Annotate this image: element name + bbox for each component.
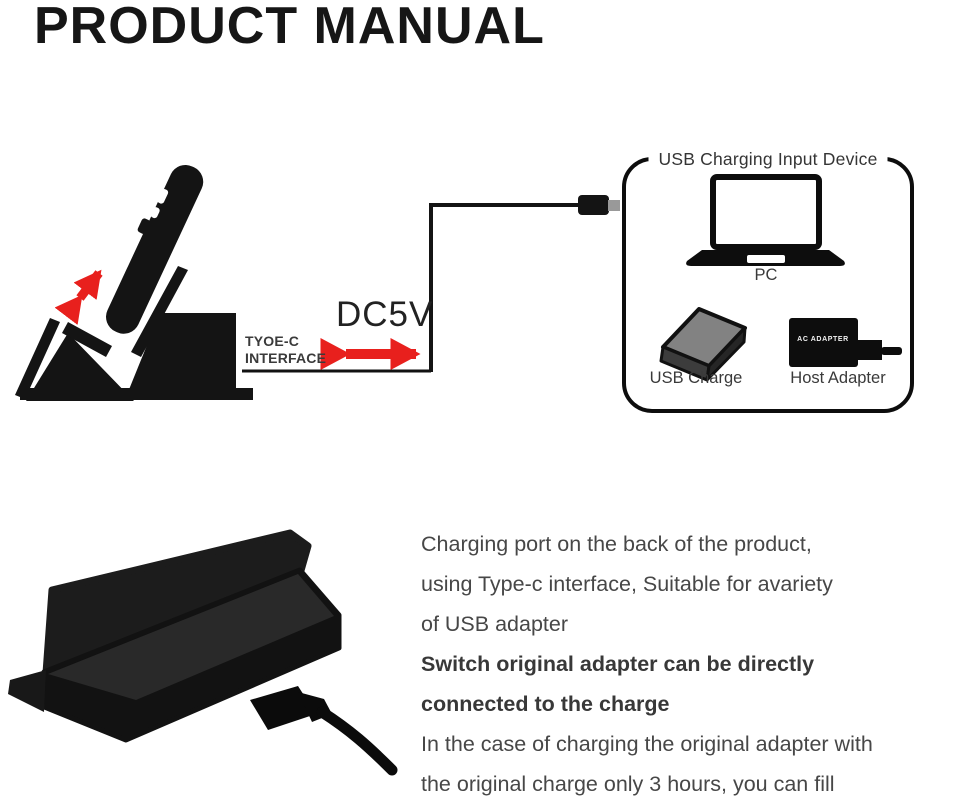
- description-line: the original charge only 3 hours, you ca…: [421, 772, 835, 796]
- ac-adapter-text: AC ADAPTER: [797, 336, 849, 343]
- pc-label: PC: [754, 266, 778, 284]
- usb-charge-label: USB Charge: [649, 369, 743, 387]
- description-line: using Type-c interface, Suitable for ava…: [421, 572, 833, 596]
- dock-stand-illustration: [15, 164, 253, 401]
- usb-plug-icon: [578, 195, 620, 215]
- usb-cable-line: [242, 203, 578, 373]
- interface-label-line2: INTERFACE: [245, 350, 327, 366]
- host-adapter-label: Host Adapter: [790, 369, 886, 387]
- adjustable-angle-arrow-icon: [54, 269, 103, 325]
- description-line: In the case of charging the original ada…: [421, 732, 873, 756]
- page-title: PRODUCT MANUAL: [34, 0, 545, 55]
- description-line: Switch original adapter can be directly: [421, 652, 815, 676]
- description-block: Charging port on the back of the product…: [421, 524, 956, 800]
- usb-input-device-box: USB Charging Input Device: [622, 149, 914, 413]
- dc5v-label: DC5V: [336, 295, 434, 334]
- laptop-icon: [686, 174, 845, 266]
- type-c-interface-label: TYOE-C INTERFACE: [245, 333, 326, 367]
- description-line: Charging port on the back of the product…: [421, 532, 812, 556]
- interface-label-line1: TYOE-C: [245, 333, 300, 349]
- description-line: of USB adapter: [421, 612, 569, 636]
- device-box-title: USB Charging Input Device: [648, 149, 888, 171]
- tablet-device: [106, 164, 204, 334]
- ac-adapter-icon: [789, 318, 902, 367]
- product-photo-dock: [8, 529, 398, 776]
- usb-charger-icon: [659, 307, 747, 382]
- description-line: connected to the charge: [421, 692, 670, 716]
